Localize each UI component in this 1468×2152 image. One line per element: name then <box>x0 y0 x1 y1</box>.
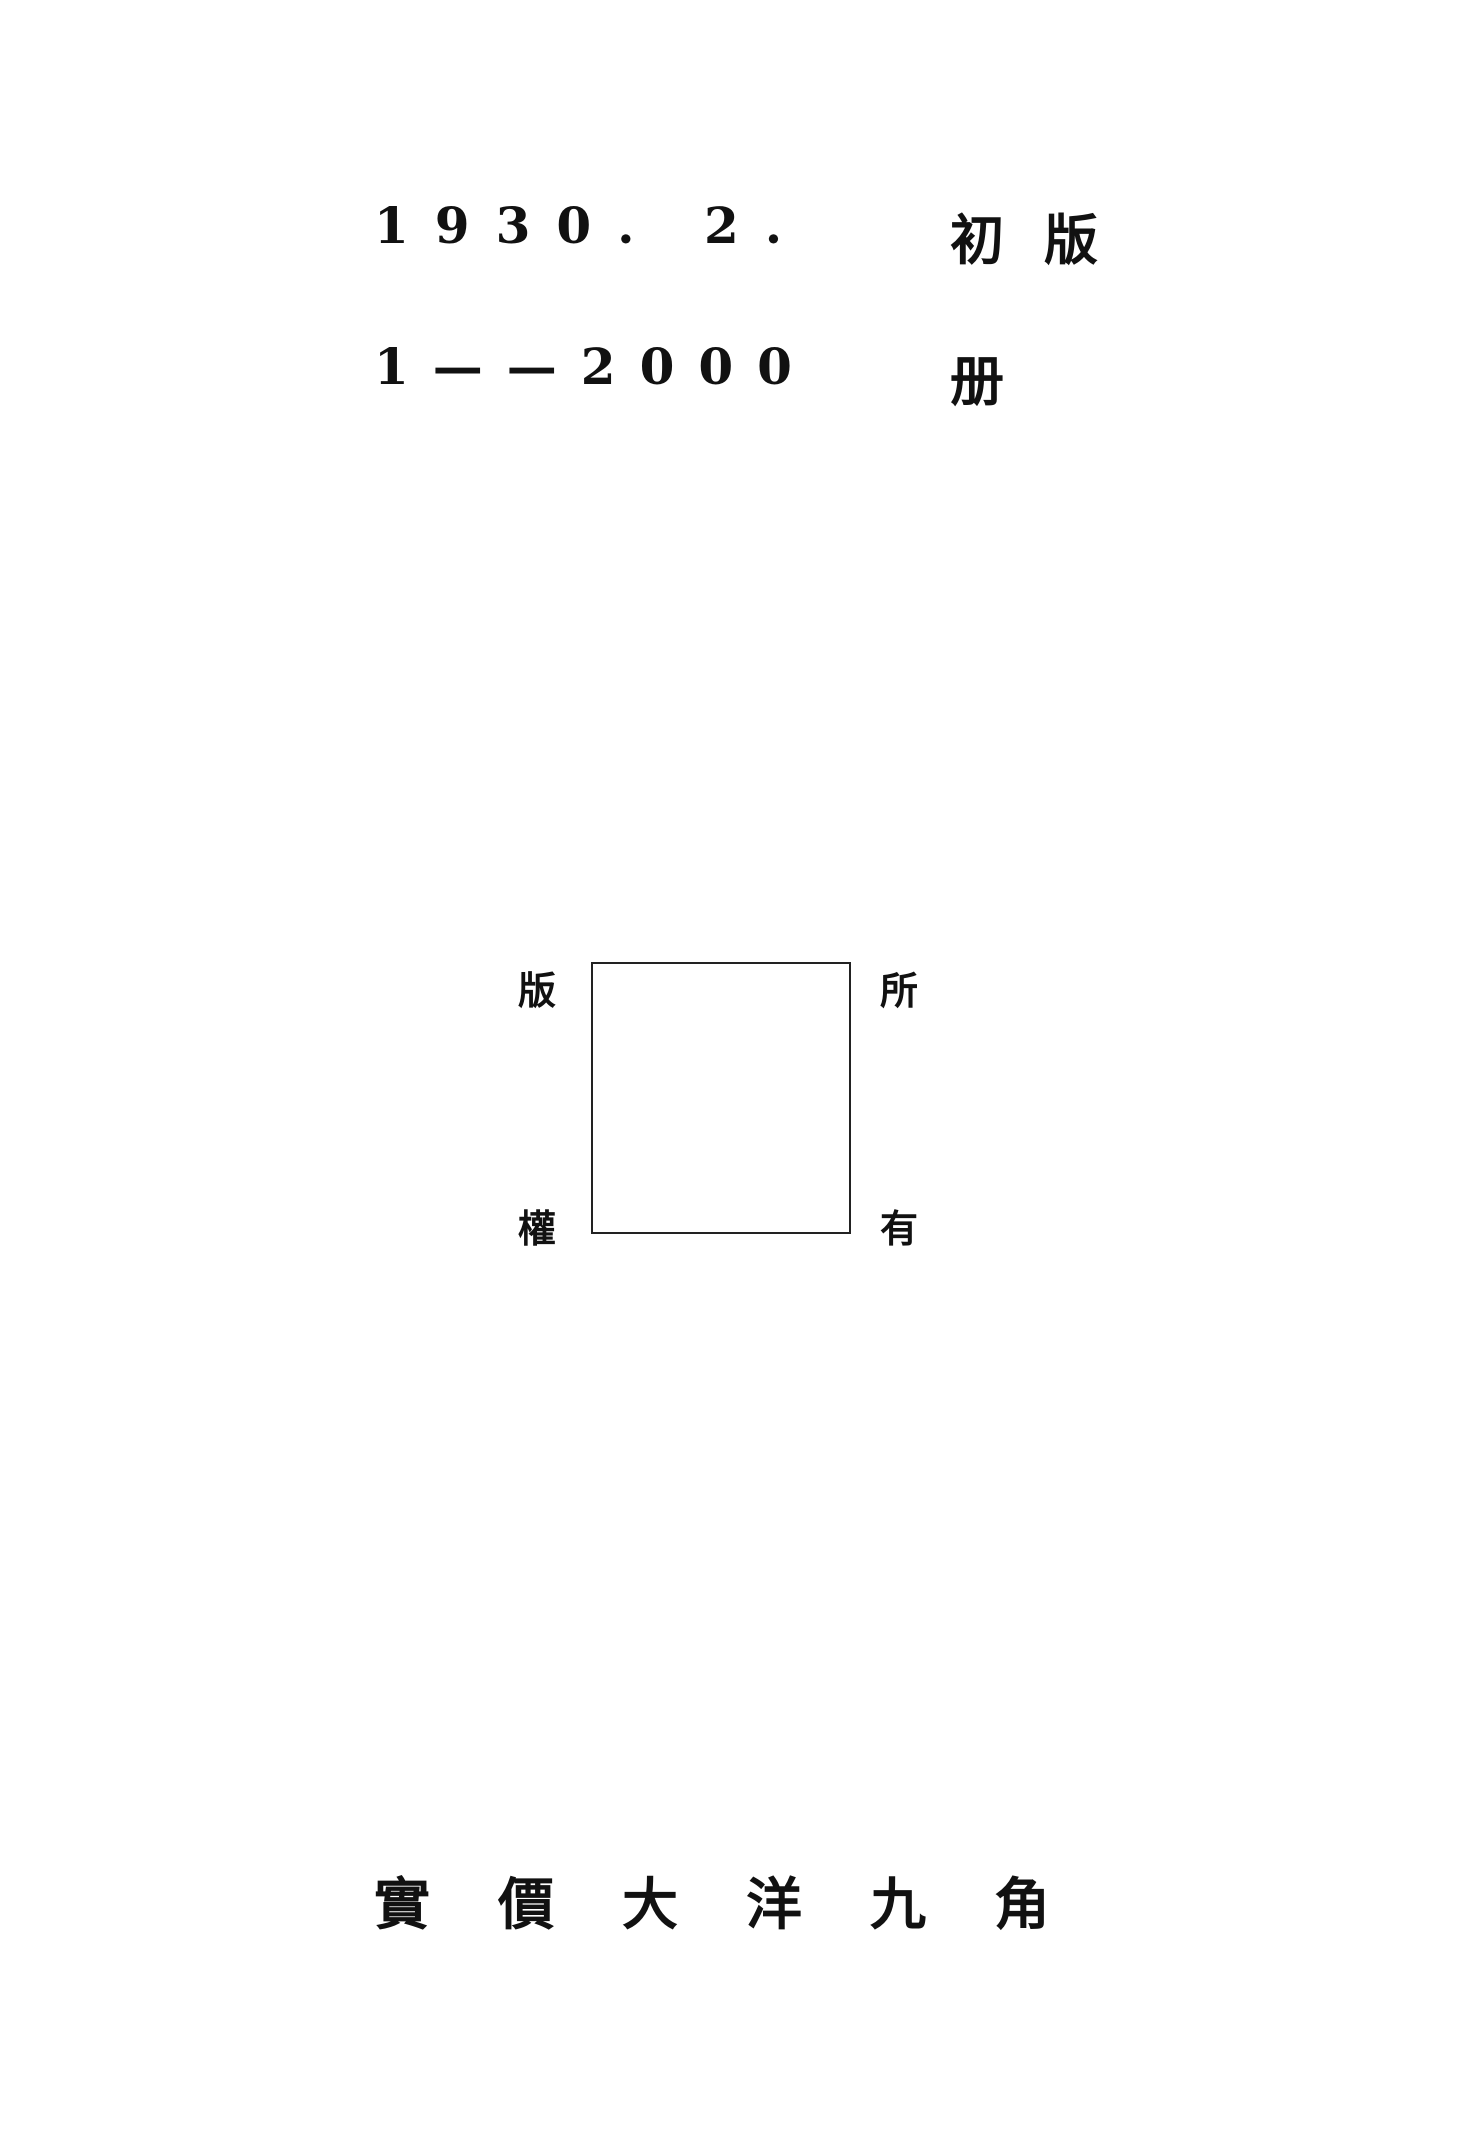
edition-label: 初版 <box>950 208 1138 272</box>
copyright-stamp-box <box>591 962 851 1234</box>
copyright-char-bottom-left: 權 <box>518 1206 557 1251</box>
price-line: 實價大洋九角 <box>374 1872 1118 1938</box>
edition-date: 1930. 2. <box>374 196 809 255</box>
copyright-char-top-right: 所 <box>880 968 919 1013</box>
copyright-char-bottom-right: 有 <box>880 1206 919 1251</box>
print-run-unit: 册 <box>950 349 1004 413</box>
print-run-range: 1——2000 <box>374 337 816 396</box>
copyright-char-top-left: 版 <box>518 968 557 1013</box>
